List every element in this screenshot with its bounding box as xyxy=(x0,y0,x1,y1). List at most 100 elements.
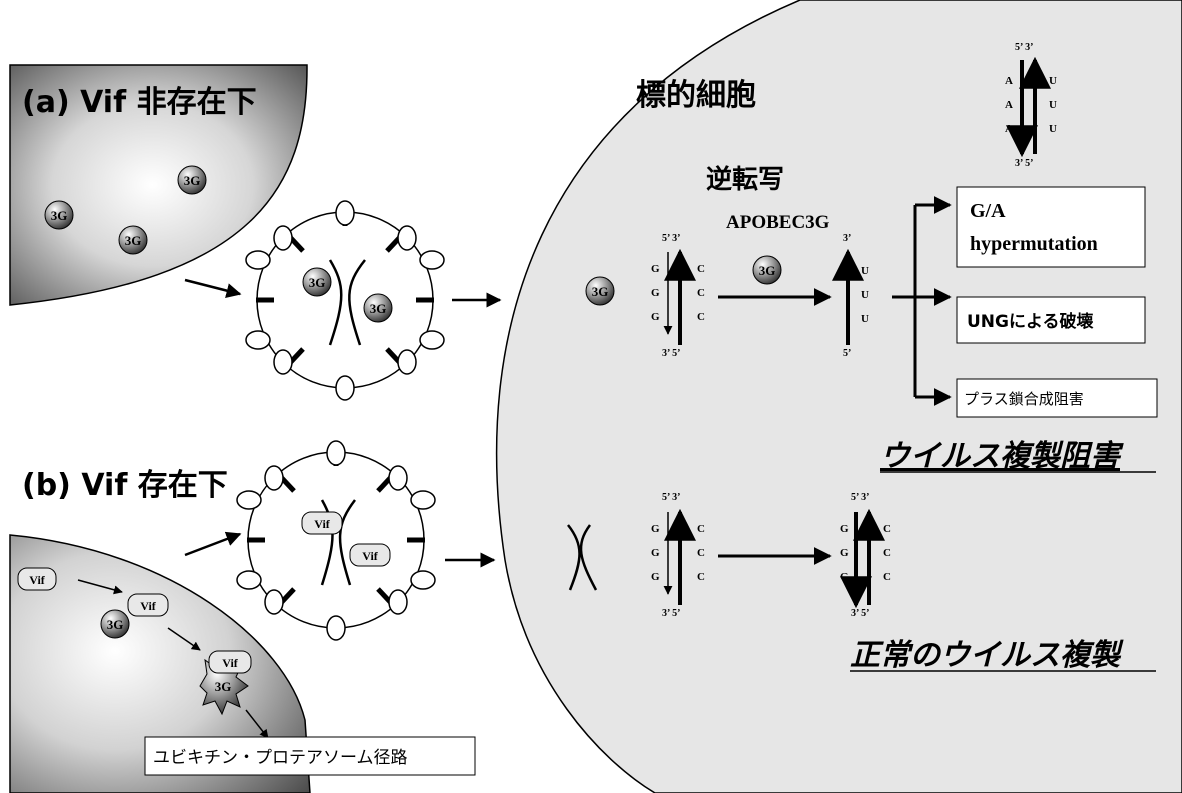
packaged-apobec3g: 3G xyxy=(302,267,332,297)
apobec3g-enzyme: 3G xyxy=(752,255,782,285)
arrow-degradation-2 xyxy=(245,709,269,739)
svg-text:Vif: Vif xyxy=(314,517,331,531)
svg-text:5’ 3’: 5’ 3’ xyxy=(662,233,680,244)
svg-text:3’ 5’: 3’ 5’ xyxy=(662,608,680,619)
viral-rna-entering xyxy=(567,524,598,591)
arrow-degradation-1 xyxy=(167,627,201,651)
svg-text:A: A xyxy=(1005,99,1013,111)
svg-text:Vif: Vif xyxy=(29,573,46,587)
duplex-gc-b: 5’ 3’ G G G C C C 3’ 5’ xyxy=(651,492,705,619)
rt-heading: 逆転写 xyxy=(706,164,784,195)
svg-text:G: G xyxy=(651,523,660,535)
result-normal: 正常のウイルス複製 xyxy=(850,638,1124,673)
svg-text:3G: 3G xyxy=(759,263,776,278)
svg-text:G: G xyxy=(651,287,660,299)
svg-text:3G: 3G xyxy=(592,284,609,299)
minus-strand-u: 3’ U U U 5’ xyxy=(832,233,869,359)
outcome-hypermutation: G/A hypermutation xyxy=(956,186,1146,268)
ubiquitin-pathway-box: ユビキチン・プロテアソーム径路 xyxy=(144,736,476,776)
svg-text:Vif: Vif xyxy=(222,656,239,670)
svg-text:U: U xyxy=(1049,123,1057,135)
svg-text:G/A: G/A xyxy=(970,200,1006,222)
svg-text:G: G xyxy=(840,523,849,535)
outcome-plus-strand: プラス鎖合成阻害 xyxy=(956,378,1158,418)
svg-text:C: C xyxy=(697,571,705,583)
viral-rna-a xyxy=(328,259,366,346)
apobec3g-label: APOBEC3G xyxy=(726,212,830,233)
svg-text:Vif: Vif xyxy=(140,599,157,613)
degraded-apobec3g: 3G Vif xyxy=(199,650,252,716)
producer-cell-b xyxy=(9,534,311,793)
target-cell-label: 標的細胞 xyxy=(636,78,756,113)
envelope-knobs xyxy=(236,440,436,641)
svg-text:G: G xyxy=(651,547,660,559)
svg-text:3G: 3G xyxy=(215,679,232,694)
panel-a-title: (a) Vif 非存在下 xyxy=(22,85,257,120)
viral-rna-b xyxy=(320,499,356,586)
virion-b xyxy=(236,440,436,641)
duplex-gc-product: 5’ 3’ G G G C C C 3’ 5’ xyxy=(840,492,891,619)
apobec3g-particle: 3G xyxy=(177,165,207,195)
svg-text:3G: 3G xyxy=(370,301,387,316)
svg-text:5’ 3’: 5’ 3’ xyxy=(1015,42,1033,53)
svg-text:Vif: Vif xyxy=(362,549,379,563)
packaged-vif: Vif xyxy=(349,543,391,567)
svg-text:3G: 3G xyxy=(107,617,124,632)
svg-text:C: C xyxy=(697,523,705,535)
svg-text:プラス鎖合成阻害: プラス鎖合成阻害 xyxy=(964,390,1084,408)
svg-text:3G: 3G xyxy=(125,233,142,248)
svg-text:U: U xyxy=(861,265,869,277)
svg-text:3’ 5’: 3’ 5’ xyxy=(851,608,869,619)
packaged-vif: Vif xyxy=(301,511,343,535)
svg-text:C: C xyxy=(883,571,891,583)
envelope-knobs xyxy=(245,200,445,401)
svg-text:3G: 3G xyxy=(51,208,68,223)
svg-text:C: C xyxy=(883,523,891,535)
svg-text:UNGによる破壊: UNGによる破壊 xyxy=(967,311,1094,332)
apobec3g-particle: 3G xyxy=(118,225,148,255)
svg-text:3’ 5’: 3’ 5’ xyxy=(1015,158,1033,169)
vif-apobec3g-complex: 3G Vif xyxy=(100,593,169,639)
packaged-apobec3g: 3G xyxy=(363,293,393,323)
apobec3g-free: 3G xyxy=(585,276,615,306)
producer-cell-a xyxy=(9,64,308,306)
svg-text:3G: 3G xyxy=(184,173,201,188)
svg-text:3G: 3G xyxy=(309,275,326,290)
svg-text:A: A xyxy=(1005,123,1013,135)
duplex-au-inset: 5’ 3’ A A A U U U 3’ 5’ xyxy=(1005,42,1057,169)
svg-text:G: G xyxy=(651,311,660,323)
svg-text:3’: 3’ xyxy=(843,233,851,244)
svg-text:G: G xyxy=(840,547,849,559)
apobec3g-particle: 3G xyxy=(44,200,74,230)
svg-text:A: A xyxy=(1005,75,1013,87)
result-inhibition: ウイルス複製阻害 xyxy=(880,439,1124,474)
svg-text:U: U xyxy=(1049,75,1057,87)
svg-text:G: G xyxy=(840,571,849,583)
svg-text:G: G xyxy=(651,571,660,583)
outcome-branches xyxy=(892,196,952,406)
svg-text:C: C xyxy=(883,547,891,559)
svg-text:C: C xyxy=(697,547,705,559)
svg-text:U: U xyxy=(1049,99,1057,111)
vif-protein: Vif xyxy=(17,567,57,591)
svg-text:C: C xyxy=(697,311,705,323)
svg-text:5’ 3’: 5’ 3’ xyxy=(851,492,869,503)
arrow-release-a xyxy=(184,278,242,298)
svg-text:G: G xyxy=(651,263,660,275)
svg-text:U: U xyxy=(861,313,869,325)
svg-text:3’ 5’: 3’ 5’ xyxy=(662,348,680,359)
svg-text:ユビキチン・プロテアソーム径路: ユビキチン・プロテアソーム径路 xyxy=(153,748,408,768)
svg-text:5’ 3’: 5’ 3’ xyxy=(662,492,680,503)
arrow-vif-binding xyxy=(77,579,123,595)
panel-b-title: (b) Vif 存在下 xyxy=(22,468,228,503)
svg-text:C: C xyxy=(697,263,705,275)
svg-text:hypermutation: hypermutation xyxy=(970,233,1098,255)
virion-a xyxy=(245,200,445,401)
outcome-ung: UNGによる破壊 xyxy=(956,296,1146,344)
arrow-release-b xyxy=(184,531,242,557)
svg-text:C: C xyxy=(697,287,705,299)
svg-text:U: U xyxy=(861,289,869,301)
svg-text:5’: 5’ xyxy=(843,348,851,359)
duplex-gc-a: 5’ 3’ G G G C C C 3’ 5’ xyxy=(651,233,705,359)
